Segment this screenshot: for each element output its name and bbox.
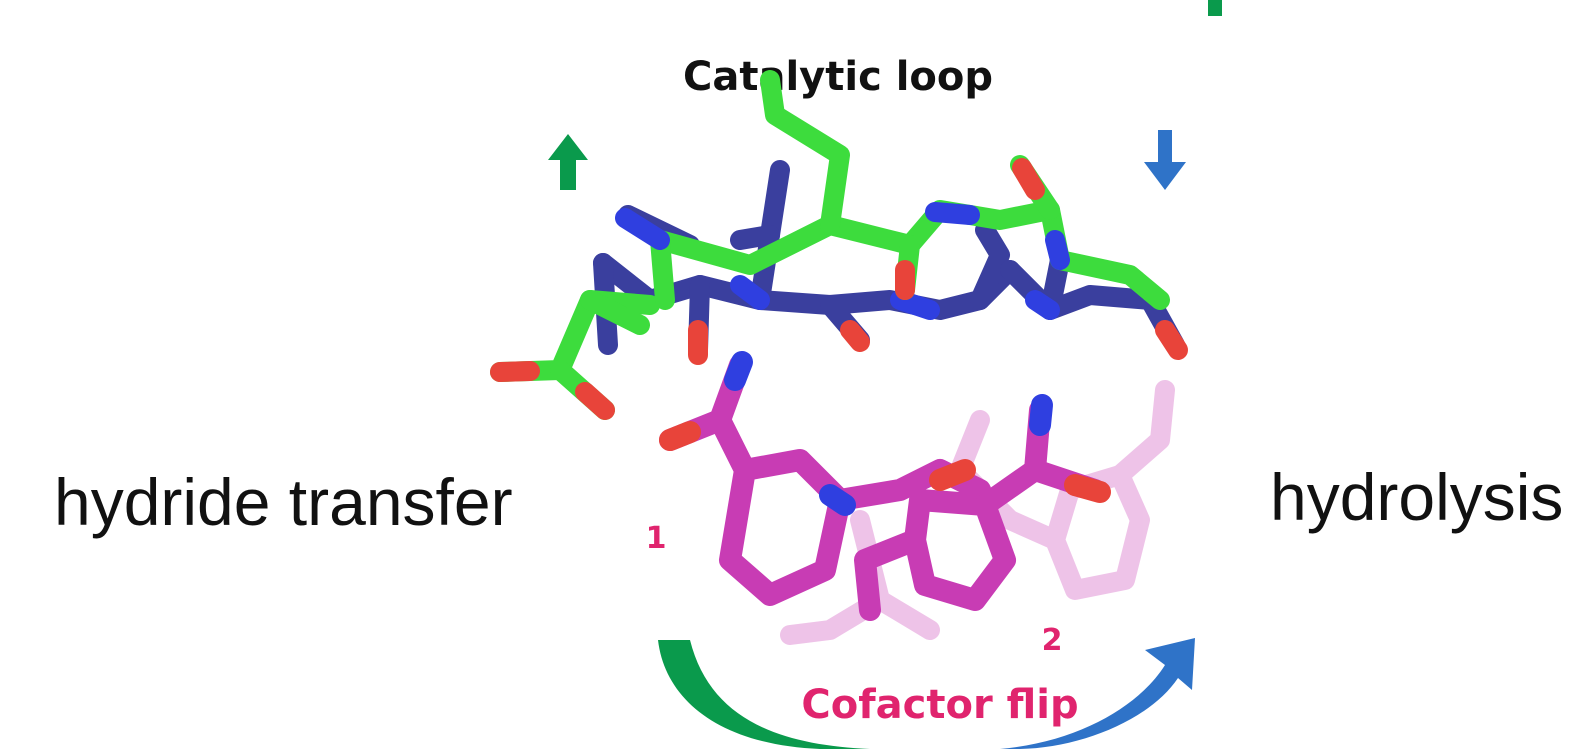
- green-up-arrow-icon: [548, 134, 588, 190]
- loop-blue-heteroatoms: [688, 275, 1188, 365]
- catalytic-loop-label: Catalytic loop: [683, 54, 993, 100]
- position-1-label: 1: [646, 521, 667, 556]
- position-2-label: 2: [1042, 623, 1063, 658]
- hydrolysis-label: hydrolysis: [1270, 460, 1563, 534]
- top-green-bar: [1208, 0, 1222, 16]
- cofactor-flip-arrow: [658, 638, 1195, 749]
- blue-down-arrow-icon: [1144, 130, 1186, 190]
- hydride-transfer-label: hydride transfer: [54, 465, 513, 539]
- loop-green-heteroatoms: [490, 158, 1070, 420]
- cofactor-heteroatoms: [659, 351, 1111, 516]
- cofactor-flip-label: Cofactor flip: [801, 682, 1078, 728]
